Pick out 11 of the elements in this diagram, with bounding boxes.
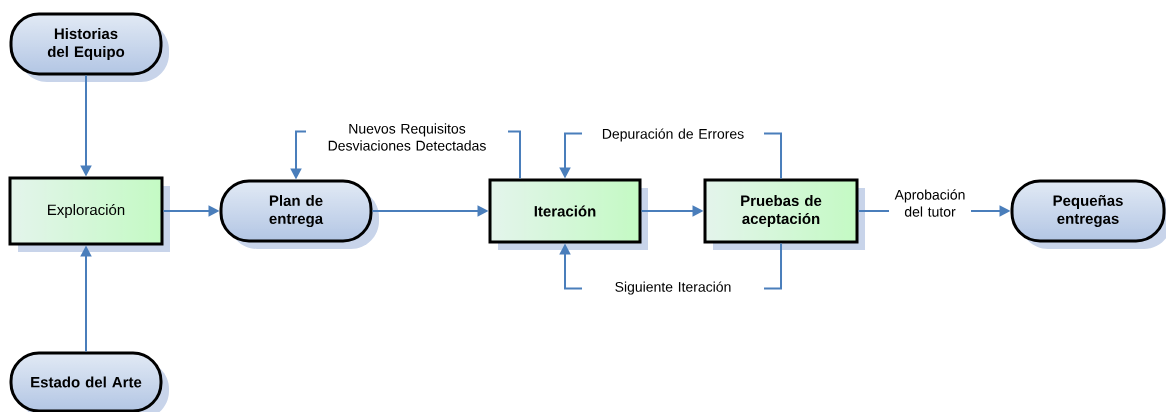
terminator-box: Estado del Arte [9, 351, 169, 412]
process-box: Exploración [8, 176, 170, 252]
edge-label: Depuración de Errores [582, 127, 764, 143]
terminator-box: Historias del Equipo [9, 12, 169, 82]
terminator-box: Pequeñas entregas [1010, 179, 1166, 249]
edge-label: Aprobación del tutor [889, 188, 971, 218]
edge-label: Nuevos Requisitos Desviaciones Detectadas [306, 122, 508, 152]
process-box: Pruebas de aceptación [703, 178, 865, 250]
process-box: Iteración [488, 178, 648, 250]
edge-label: Siguiente Iteración [582, 280, 764, 296]
terminator-box: Plan de entrega [219, 179, 379, 249]
